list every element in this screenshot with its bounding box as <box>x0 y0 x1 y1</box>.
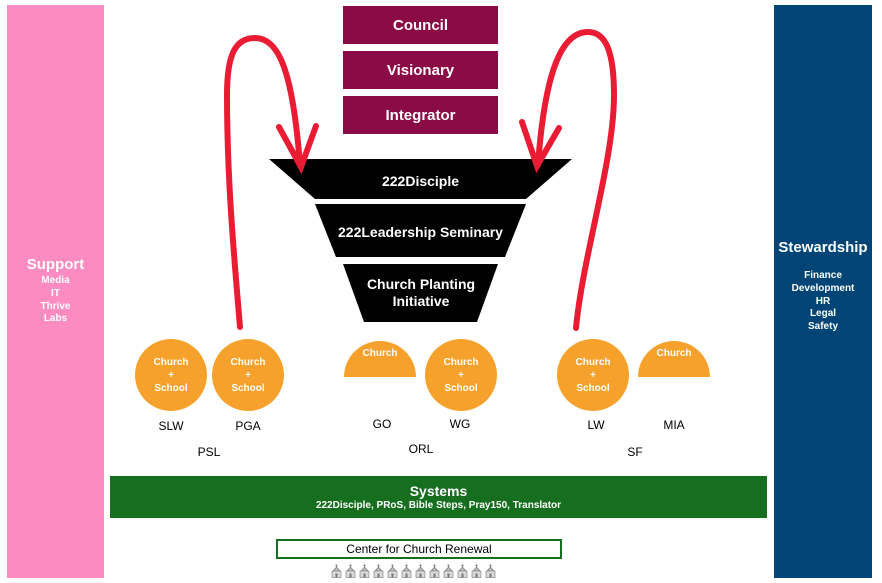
half-church-label: Church <box>656 348 692 359</box>
stewardship-items: Finance Development HR Legal Safety <box>774 270 872 334</box>
circle-plus-label: + <box>168 369 174 381</box>
location-orl: ORL <box>408 442 434 456</box>
location-lw: LW <box>587 418 605 432</box>
church-icon <box>443 564 454 578</box>
left-arrowhead <box>276 123 319 175</box>
stewardship-panel: Stewardship Finance Development HR Legal… <box>774 5 872 578</box>
location-sf: SF <box>627 445 643 459</box>
half-church-label: Church <box>362 348 398 359</box>
support-item-it: IT <box>51 287 60 299</box>
stewardship-item-safety: Safety <box>807 321 838 333</box>
support-item-labs: Labs <box>43 313 68 325</box>
funnel-label-222leadership-seminary: 222Leadership Seminary <box>338 224 503 240</box>
church-school-pga: Church + School <box>212 339 284 411</box>
funnel-tier-2 <box>315 204 526 257</box>
stewardship-item-finance: Finance <box>804 270 842 281</box>
church-school-slw: Church + School <box>135 339 207 411</box>
church-icon <box>359 564 370 578</box>
stewardship-item-development: Development <box>791 282 855 294</box>
location-mia: MIA <box>663 418 685 432</box>
circle-church-label: Church <box>230 356 266 368</box>
church-icon <box>331 564 342 578</box>
systems-subtitle: 222Disciple, PRoS, Bible Steps, Pray150,… <box>315 500 562 511</box>
left-feedback-arrow <box>223 34 303 330</box>
circle-plus-label: + <box>458 369 464 381</box>
church-icon <box>471 564 482 578</box>
stewardship-title: Stewardship <box>778 239 868 256</box>
church-icon <box>457 564 468 578</box>
church-icons-row <box>330 564 510 580</box>
church-icon <box>429 564 440 578</box>
visionary-box: Visionary <box>343 51 498 89</box>
church-icon <box>401 564 412 578</box>
funnel-label-222disciple: 222Disciple <box>381 173 460 189</box>
support-items: Media IT Thrive Labs <box>7 275 104 326</box>
right-arrowhead <box>519 119 562 174</box>
church-icon <box>387 564 398 578</box>
funnel-tier-3 <box>343 264 498 322</box>
funnel-label-church-planting-initiative: Church Planting Initiative <box>366 276 476 309</box>
circle-plus-label: + <box>590 369 596 381</box>
circle-plus-label: + <box>245 369 251 381</box>
location-wg: WG <box>449 417 471 431</box>
support-title: Support <box>26 256 85 273</box>
circle-school-label: School <box>576 382 610 394</box>
church-icon <box>415 564 426 578</box>
location-go: GO <box>372 417 392 431</box>
location-pga: PGA <box>235 419 261 433</box>
circle-church-label: Church <box>153 356 189 368</box>
support-panel: Support Media IT Thrive Labs <box>7 5 104 578</box>
systems-title: Systems <box>409 483 468 499</box>
stewardship-item-legal: Legal <box>809 308 837 320</box>
circle-school-label: School <box>231 382 265 394</box>
church-icon <box>345 564 356 578</box>
circle-church-label: Church <box>443 356 479 368</box>
church-school-lw: Church + School <box>557 339 629 411</box>
circle-school-label: School <box>154 382 188 394</box>
support-item-media: Media <box>41 275 70 286</box>
circle-school-label: School <box>444 382 478 394</box>
systems-bar: Systems 222Disciple, PRoS, Bible Steps, … <box>110 476 767 518</box>
church-icon <box>373 564 384 578</box>
location-psl: PSL <box>197 445 221 459</box>
integrator-box: Integrator <box>343 96 498 134</box>
circle-church-label: Church <box>575 356 611 368</box>
funnel-tier-1 <box>269 159 572 199</box>
center-for-church-renewal: Center for Church Renewal <box>276 539 562 559</box>
right-feedback-arrow <box>535 28 618 331</box>
stewardship-item-hr: HR <box>815 295 831 307</box>
church-icon <box>485 564 496 578</box>
council-box: Council <box>343 6 498 44</box>
church-school-wg: Church + School <box>425 339 497 411</box>
location-slw: SLW <box>158 419 184 433</box>
support-item-thrive: Thrive <box>40 300 71 312</box>
